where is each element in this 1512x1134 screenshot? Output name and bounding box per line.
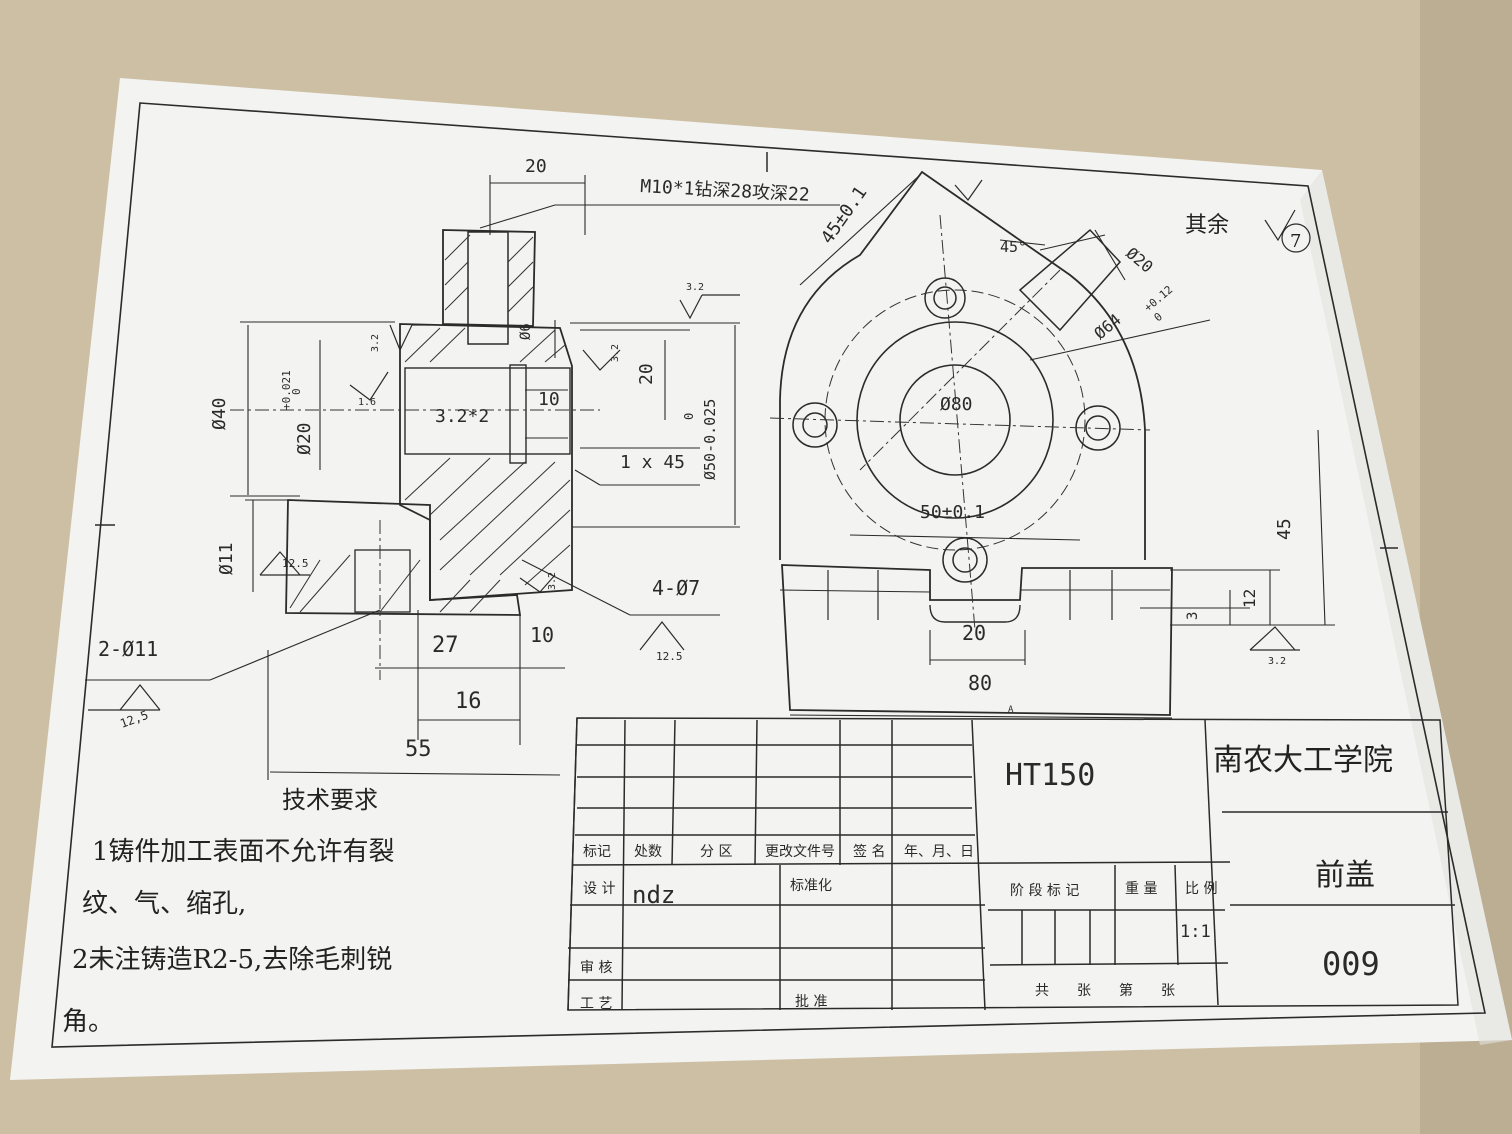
dim-80-circle: Ø80 [940, 394, 973, 415]
tech-req-line2: 纹、气、缩孔, [82, 889, 246, 919]
tb-process: 工 艺 [580, 996, 612, 1012]
dim-55: 55 [405, 737, 432, 762]
tb-standard: 标准化 [790, 878, 832, 894]
roughness-3.2-c: 3.2 [610, 344, 621, 362]
dim-12: 12 [1240, 589, 1259, 608]
dim-20-slot: 20 [962, 621, 986, 645]
dim-11: Ø11 [216, 542, 237, 575]
dim-16: 16 [455, 689, 482, 714]
roughness-symbols [88, 179, 1311, 711]
roughness-3.2-a: 3.2 [370, 334, 381, 352]
section-dimension-lines [85, 175, 840, 780]
part-name: 前盖 [1315, 858, 1375, 893]
tb-col-count: 处数 [634, 844, 662, 860]
drawing-frame [51, 102, 1486, 1048]
paper-shade [1300, 170, 1512, 1045]
dim-10-a: 10 [538, 389, 560, 410]
tb-designer: ndz [632, 881, 675, 909]
front-view [769, 170, 1173, 716]
tb-col-zone: 分 区 [700, 844, 732, 860]
roughness-1.6: 1.6 [358, 397, 376, 408]
tb-col-date: 年、月、日 [904, 844, 974, 860]
dim-45-vertical: 45 [1274, 518, 1295, 540]
roughness-12.5-a: 12.5 [282, 557, 309, 570]
dim-20-top: 20 [525, 156, 547, 177]
chamfer-1x45: 1 x 45 [620, 452, 685, 473]
dim-20-tol: +0.021 [280, 370, 293, 410]
rest-roughness-value: 7 [1290, 231, 1301, 252]
tb-approve: 批 准 [795, 994, 827, 1010]
school-name: 南农大工学院 [1213, 743, 1393, 778]
tb-design-label: 设 计 [583, 881, 615, 897]
tb-sheets: 共 张 第 张 [1035, 982, 1175, 999]
tb-scale-label: 比 例 [1185, 881, 1217, 897]
title-block-grid [567, 717, 1459, 1011]
material: HT150 [1005, 758, 1095, 793]
dim-27: 27 [432, 633, 459, 658]
dim-10-b: 10 [530, 623, 554, 647]
roughness-3.2-d: 3.2 [547, 572, 558, 590]
dim-20-bore: Ø20 [294, 422, 315, 455]
paper-sheet [10, 78, 1512, 1080]
drawing-number: 009 [1322, 945, 1380, 983]
tech-req-line3: 2未注铸造R2-5,去除毛刺锐 [72, 945, 392, 975]
roughness-3.2-e: 3.2 [1268, 656, 1286, 667]
dim-50-zero: 0 [682, 413, 696, 420]
tb-stage: 阶 段 标 记 [1010, 883, 1079, 899]
dim-50-pcd: 50±0.1 [920, 502, 985, 523]
tb-scale: 1:1 [1180, 922, 1211, 942]
tech-req-line4: 角。 [62, 1007, 114, 1037]
section-view [230, 229, 600, 680]
roughness-12.5-b: 12.5 [656, 650, 683, 663]
dim-20-tol0: 0 [290, 388, 303, 395]
dim-80-width: 80 [968, 671, 992, 695]
tb-col-mark: 标记 [583, 844, 611, 860]
dim-50: Ø50-0.025 [701, 399, 719, 480]
tb-weight: 重 量 [1125, 881, 1157, 897]
tb-review: 审 核 [580, 960, 612, 976]
dim-6: Ø6 [518, 323, 534, 340]
chamfer-note: 3.2*2 [435, 406, 489, 427]
dim-40: Ø40 [209, 397, 230, 430]
front-dimension-lines [789, 174, 1335, 719]
dim-45-deg: 45° [1000, 238, 1027, 256]
dim-3: 3 [1185, 612, 1201, 620]
holes-4-07: 4-Ø7 [652, 576, 700, 600]
tb-col-docno: 更改文件号 [765, 844, 835, 860]
holes-2-011: 2-Ø11 [98, 637, 158, 661]
label-a: A [1008, 705, 1014, 715]
dim-20-vertical: 20 [636, 363, 657, 385]
roughness-3.2-b: 3.2 [686, 282, 704, 293]
tb-col-sign: 签 名 [853, 843, 885, 860]
tech-req-line1: 1铸件加工表面不允许有裂 [92, 837, 395, 867]
tech-req-heading: 技术要求 [282, 786, 378, 814]
rest-roughness: 其余 [1185, 213, 1229, 238]
